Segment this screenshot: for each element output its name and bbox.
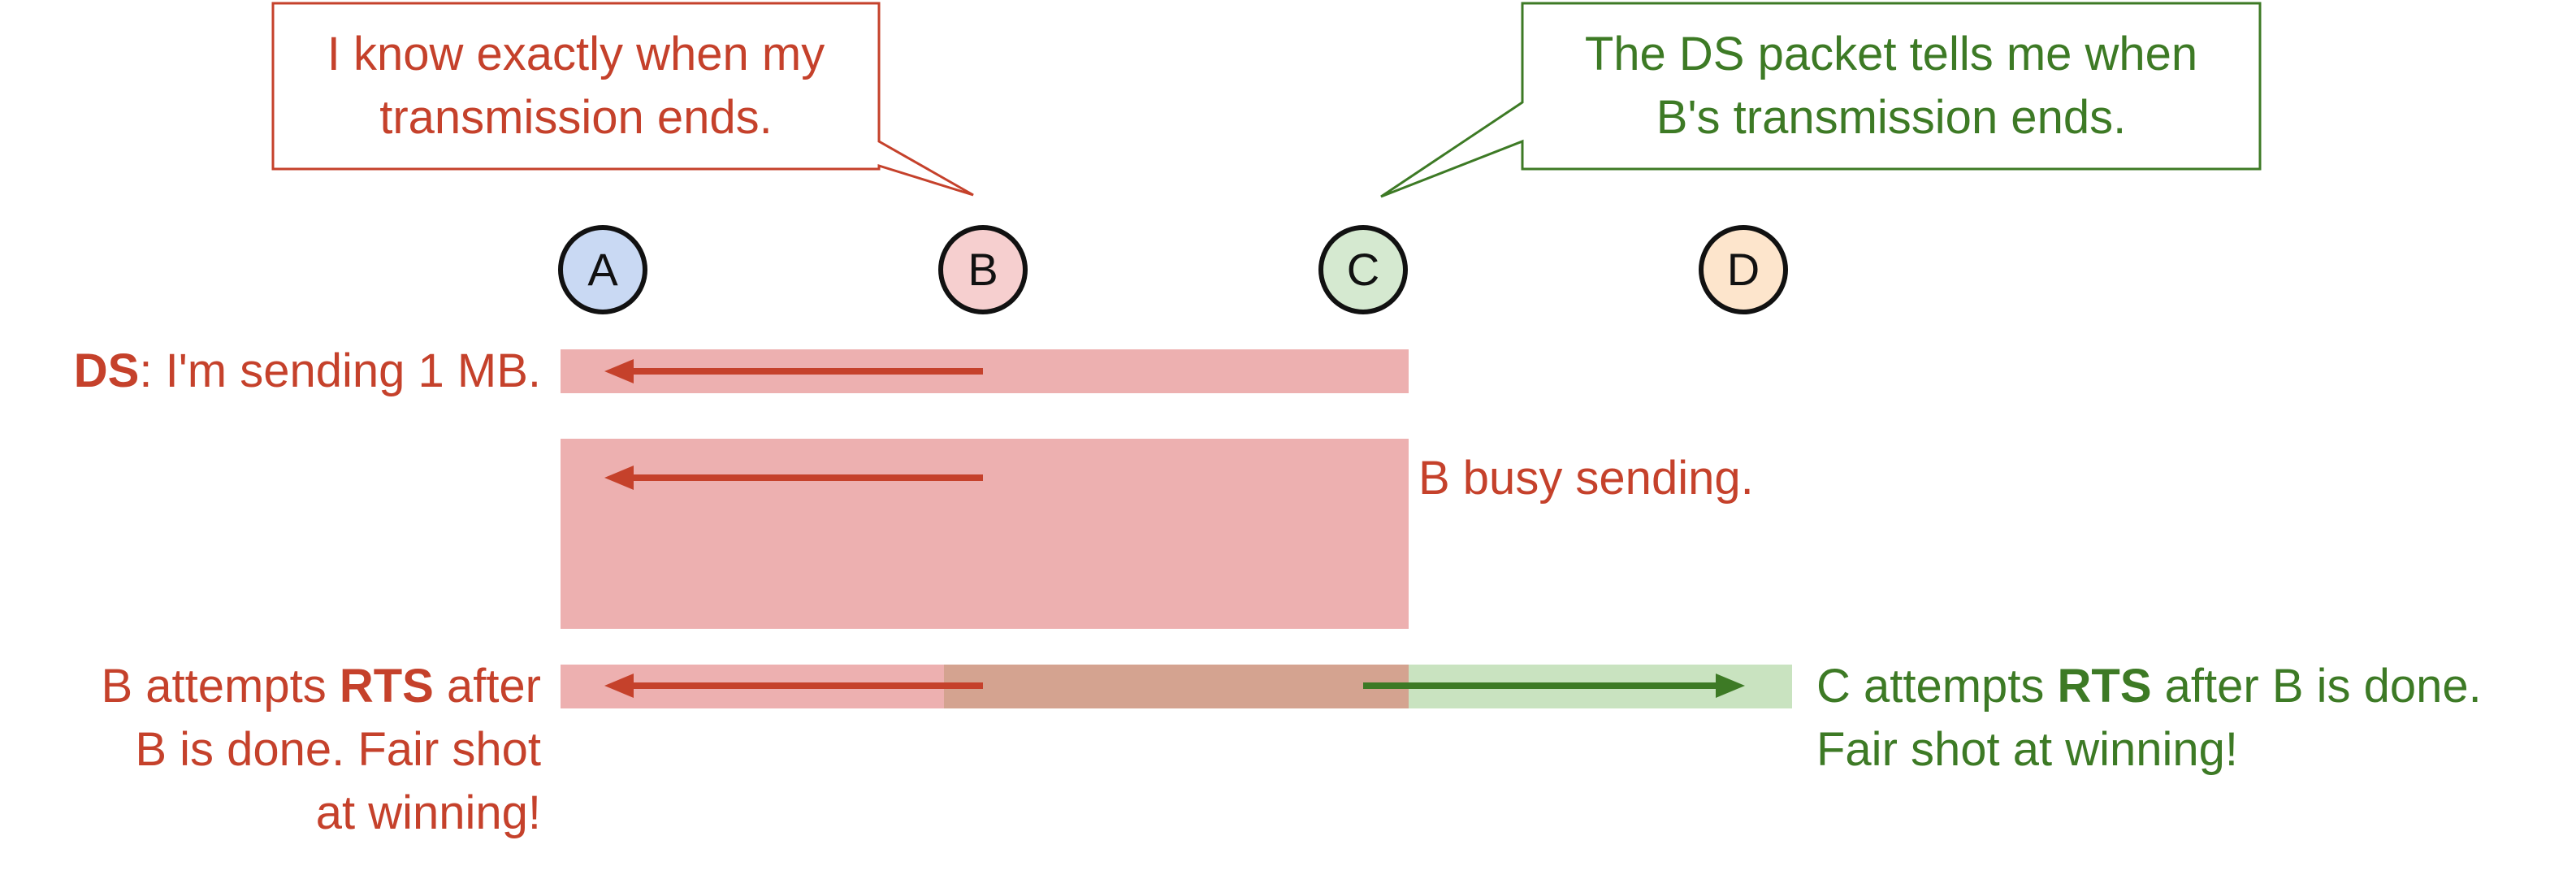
callout-left-bubble bbox=[271, 2, 974, 197]
node-a-circle bbox=[558, 225, 647, 314]
c-rts-row-label: C attempts RTS after B is done. Fair sho… bbox=[1816, 655, 2482, 782]
c-rts-arrowhead bbox=[1716, 674, 1745, 698]
node-d-label: D bbox=[1726, 244, 1760, 295]
callout-left-line2: transmission ends. bbox=[379, 91, 773, 144]
busy-band bbox=[561, 439, 1409, 629]
ds-arrowhead bbox=[604, 359, 634, 383]
b-rts-line2: B is done. Fair shot bbox=[135, 723, 541, 776]
node-c-circle bbox=[1318, 225, 1408, 314]
callout-right-bubble bbox=[1380, 2, 2262, 198]
node-b-circle bbox=[938, 225, 1028, 314]
c-rts-post: after B is done. bbox=[2151, 660, 2482, 713]
callout-right-line1: The DS packet tells me when bbox=[1584, 28, 2198, 80]
b-rts-arrowhead bbox=[604, 674, 634, 698]
c-rts-line1: C attempts RTS after B is done. bbox=[1816, 655, 2482, 718]
ds-row-label-bold: DS bbox=[73, 344, 140, 397]
b-rts-pre: B attempts bbox=[101, 660, 340, 713]
busy-row-label: B busy sending. bbox=[1418, 452, 1754, 505]
callout-left-line1: I know exactly when my bbox=[327, 28, 825, 80]
b-rts-row-label: B attempts RTS after B is done. Fair sho… bbox=[16, 655, 541, 845]
ds-row-label-rest: : I'm sending 1 MB. bbox=[139, 344, 541, 397]
b-rts-line3: at winning! bbox=[315, 786, 541, 839]
ds-row-label: DS: I'm sending 1 MB. bbox=[16, 340, 541, 403]
c-rts-line2: Fair shot at winning! bbox=[1816, 723, 2239, 776]
c-rts-pre: C attempts bbox=[1816, 660, 2058, 713]
b-rts-line1: B attempts RTS after bbox=[16, 655, 541, 718]
callout-right-line2: B's transmission ends. bbox=[1656, 91, 2127, 144]
node-a-label: A bbox=[587, 244, 618, 295]
node-b-label: B bbox=[968, 244, 998, 295]
busy-arrowhead bbox=[604, 466, 634, 490]
overlap-band bbox=[944, 665, 1409, 708]
c-rts-bold: RTS bbox=[2057, 660, 2152, 713]
callout-right-text: The DS packet tells me when B's transmis… bbox=[1522, 23, 2260, 149]
callout-left-text: I know exactly when my transmission ends… bbox=[273, 23, 879, 149]
node-c-label: C bbox=[1346, 244, 1380, 295]
b-rts-bold: RTS bbox=[339, 660, 434, 713]
node-d-circle bbox=[1699, 225, 1788, 314]
b-rts-post: after bbox=[433, 660, 541, 713]
